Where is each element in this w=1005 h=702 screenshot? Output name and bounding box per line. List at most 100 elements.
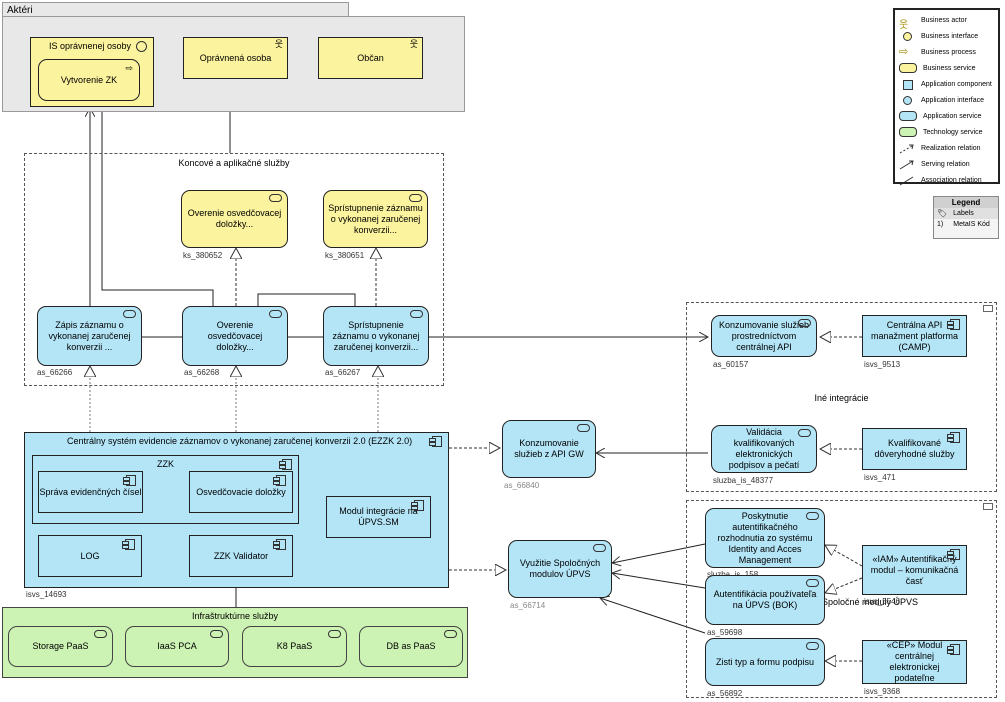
- realization-iam-poskytnutie: [825, 545, 863, 567]
- legend-realization: Realization relation: [899, 140, 994, 156]
- validacia-service[interactable]: Validácia kvalifikovaných elektronických…: [711, 425, 817, 473]
- application-service-icon: [269, 310, 282, 318]
- application-service-icon: [593, 544, 606, 552]
- actor-icon: 웃: [899, 20, 909, 31]
- autentifikacia-service[interactable]: Autentifikácia používateľa na ÚPVS (BOK): [705, 575, 825, 625]
- log-label: LOG: [80, 550, 100, 561]
- konz-central-label: Konzumovanie služieb prostredníctvom cen…: [718, 319, 810, 352]
- legend-technology-service: Technology service: [899, 124, 994, 140]
- actor-icon: 웃: [409, 39, 418, 49]
- log-component[interactable]: LOG: [38, 535, 142, 577]
- iam-label: «IAM» Autentifikačný modul – komunikačná…: [870, 553, 959, 586]
- business-service-icon: [899, 63, 917, 73]
- central-system-code: isvs_14693: [26, 590, 67, 599]
- association-line-icon: [899, 176, 915, 186]
- business-service-icon: [269, 194, 282, 202]
- app-service-spristupnenie[interactable]: Sprístupnenie záznamu o vykonanej zaruče…: [323, 306, 429, 366]
- koncove-title: Koncové a aplikačné služby: [178, 158, 290, 168]
- kvalifikovane-label: Kvalifikované dôveryhodné služby: [874, 438, 955, 459]
- camp-component[interactable]: Centrálna API manažment platforma (CAMP): [862, 315, 967, 357]
- as-zapis-label: Zápis záznamu o vykonanej zaručenej konv…: [48, 319, 131, 352]
- business-service-overenie[interactable]: Overenie osvedčovacej doložky...: [181, 190, 288, 248]
- infra-item-k8[interactable]: K8 PaaS: [242, 626, 347, 667]
- labels-legend-row-labels: 🏷Labels: [934, 208, 998, 219]
- infra-item-db[interactable]: DB as PaaS: [359, 626, 463, 667]
- application-component-icon: [429, 436, 442, 447]
- labels-legend: Legend 🏷Labels 1)MetaIS Kód: [933, 196, 999, 239]
- koncove-group: Koncové a aplikačné služby: [24, 153, 444, 386]
- validator-component[interactable]: ZZK Validator: [189, 535, 293, 577]
- application-component-icon: [279, 459, 292, 470]
- upvs-label: Využitie Spoločných modulov ÚPVS: [519, 558, 601, 579]
- business-service-spristupnenie[interactable]: Sprístupnenie záznamu o vykonanej zaruče…: [323, 190, 428, 248]
- konzumovanie-api-gw-service[interactable]: Konzumovanie služieb z API GW: [502, 420, 596, 478]
- obcan-actor[interactable]: Občan 웃: [318, 37, 423, 79]
- technology-service-icon: [210, 630, 223, 638]
- bs-spristupnenie-label: Sprístupnenie záznamu o vykonanej zaruče…: [328, 202, 423, 235]
- vytvorenie-zk-process[interactable]: Vytvorenie ZK ⇨: [38, 59, 140, 101]
- ine-integracie-title: Iné integrácie: [814, 393, 869, 403]
- api-gw-code: as_66840: [504, 481, 540, 490]
- legend-association: Association relation: [899, 172, 994, 188]
- process-arrow-icon: ⇨: [125, 63, 133, 73]
- poskytnutie-service[interactable]: Poskytnutie autentifikačného rozhodnutia…: [705, 508, 825, 568]
- labels-legend-row-metais: 1)MetaIS Kód: [937, 221, 990, 228]
- kvalifikovane-component[interactable]: Kvalifikované dôveryhodné služby: [862, 428, 967, 470]
- konzumovanie-central-api-service[interactable]: Konzumovanie služieb prostredníctvom cen…: [711, 315, 817, 357]
- serving-zisti-upvs: [600, 598, 706, 634]
- serving-arrow-icon: [899, 160, 915, 170]
- group-icon: [983, 503, 993, 510]
- legend-serving: Serving relation: [899, 156, 994, 172]
- legend-application-service: Application service: [899, 108, 994, 124]
- infra-item-label: IaaS PCA: [157, 641, 197, 651]
- spolocne-moduly-group: Spoločné moduly ÚPVS: [686, 500, 997, 698]
- legend-application-component: Application component: [899, 76, 994, 92]
- iam-component[interactable]: «IAM» Autentifikačný modul – komunikačná…: [862, 545, 967, 595]
- vyuzitie-upvs-service[interactable]: Využitie Spoločných modulov ÚPVS: [508, 540, 612, 598]
- infra-item-label: Storage PaaS: [32, 641, 89, 651]
- app-service-overenie[interactable]: Overenie osvedčovacej doložky...: [182, 306, 288, 366]
- bs-spristupnenie-code: ks_380651: [325, 251, 365, 260]
- sprava-component[interactable]: Správa evidenčných čísel: [38, 471, 143, 513]
- camp-code: isvs_9513: [864, 360, 901, 369]
- application-component-icon: [947, 644, 960, 655]
- bs-overenie-code: ks_380652: [183, 251, 223, 260]
- osvedcovacie-label: Osvedčovacie doložky: [196, 486, 286, 497]
- application-component-icon: [122, 539, 135, 550]
- application-service-icon: [798, 429, 811, 437]
- labels-legend-title: Legend: [934, 197, 998, 208]
- application-service-icon: [899, 111, 917, 121]
- zisti-code: as_56892: [707, 689, 743, 698]
- actors-group-title: Aktéri: [7, 5, 33, 16]
- infra-item-label: K8 PaaS: [276, 641, 313, 651]
- as-spristupnenie-label: Sprístupnenie záznamu o vykonanej zaruče…: [332, 319, 420, 352]
- application-service-icon: [410, 310, 423, 318]
- technology-service-icon: [328, 630, 341, 638]
- central-system-label: Centrálny systém evidencie záznamov o vy…: [67, 436, 413, 446]
- obcan-label: Občan: [357, 52, 384, 63]
- infra-item-storage[interactable]: Storage PaaS: [8, 626, 113, 667]
- osvedcovacie-component[interactable]: Osvedčovacie doložky: [189, 471, 293, 513]
- application-service-icon: [577, 424, 590, 432]
- opravnena-osoba-actor[interactable]: Oprávnená osoba 웃: [183, 37, 288, 79]
- application-component-icon: [947, 432, 960, 443]
- application-service-icon: [806, 642, 819, 650]
- cep-label: «CEP» Modul centrálnej elektronickej pod…: [886, 640, 943, 683]
- application-component-icon: [273, 475, 286, 486]
- as-overenie-label: Overenie osvedčovacej doložky...: [207, 319, 263, 352]
- as-zapis-code: as_66266: [37, 368, 73, 377]
- app-service-zapis[interactable]: Zápis záznamu o vykonanej zaručenej konv…: [37, 306, 142, 366]
- bs-overenie-label: Overenie osvedčovacej doložky...: [187, 208, 282, 229]
- spolocne-title: Spoločné moduly ÚPVS: [822, 597, 919, 607]
- modul-label: Modul integrácie na ÚPVS.SM: [339, 506, 418, 527]
- application-component-icon: [123, 475, 136, 486]
- infra-title: Infraštruktúrne služby: [191, 611, 279, 621]
- iam-code: isvs_5546: [864, 597, 901, 606]
- modul-integracie-component[interactable]: Modul integrácie na ÚPVS.SM: [326, 496, 431, 538]
- zisti-service[interactable]: Zisti typ a formu podpisu: [705, 638, 825, 686]
- serving-spristupnenie-to-vytvorenie: [257, 293, 356, 306]
- upvs-code: as_66714: [510, 601, 546, 610]
- infra-item-iaas[interactable]: IaaS PCA: [125, 626, 229, 667]
- cep-component[interactable]: «CEP» Modul centrálnej elektronickej pod…: [862, 640, 967, 684]
